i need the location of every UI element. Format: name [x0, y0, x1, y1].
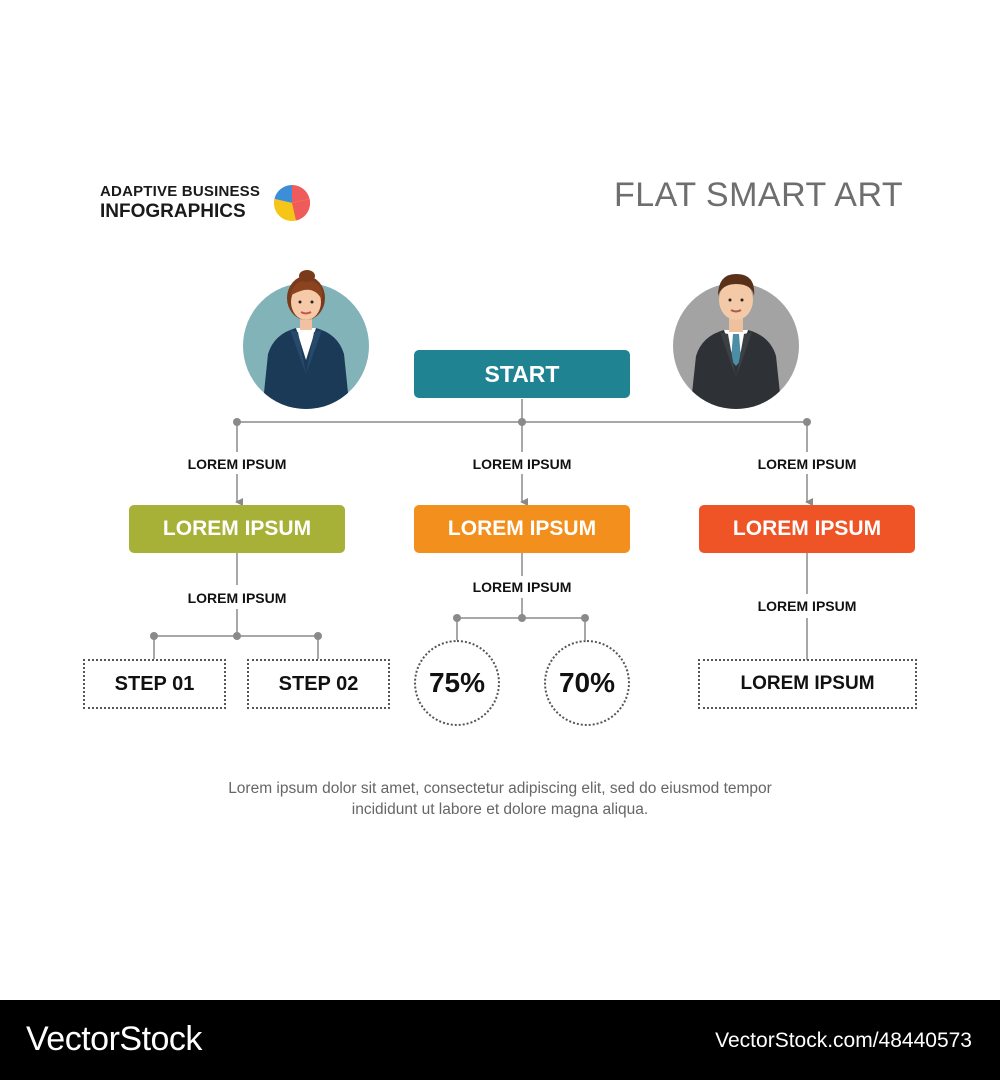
box-red: LOREM IPSUM [699, 505, 915, 553]
result-right-label: LOREM IPSUM [740, 673, 875, 694]
connector-lines [150, 399, 813, 660]
sub-label-right: LOREM IPSUM [757, 598, 857, 614]
branch-label-center: LOREM IPSUM [472, 456, 572, 472]
watermark-id: VectorStock.com/48440573 [715, 1029, 972, 1052]
businessman-avatar-icon [673, 274, 799, 409]
page-title: FLAT SMART ART [614, 176, 904, 214]
box-orange-label: LOREM IPSUM [447, 517, 597, 540]
box-green-label: LOREM IPSUM [162, 517, 312, 540]
result-box-right: LOREM IPSUM [698, 659, 917, 709]
percent-circle-2: 70% [544, 640, 630, 726]
box-orange: LOREM IPSUM [414, 505, 630, 553]
branch-label-right: LOREM IPSUM [757, 456, 857, 472]
businesswoman-avatar-icon [243, 270, 369, 409]
percent-1-value: 75% [428, 667, 486, 698]
sub-label-center: LOREM IPSUM [472, 579, 572, 595]
box-green: LOREM IPSUM [129, 505, 345, 553]
step-box-2: STEP 02 [247, 659, 390, 709]
brand-line-2: INFOGRAPHICS [100, 201, 246, 222]
description-text: Lorem ipsum dolor sit amet, consectetur … [150, 778, 850, 820]
branch-label-left: LOREM IPSUM [187, 456, 287, 472]
brand-line-1: ADAPTIVE BUSINESS [100, 183, 261, 200]
watermark-bar [0, 1000, 1000, 1080]
watermark-logo: VectorStock [26, 1020, 202, 1058]
sub-label-left: LOREM IPSUM [187, 590, 287, 606]
percent-2-value: 70% [558, 667, 616, 698]
box-red-label: LOREM IPSUM [732, 517, 882, 540]
step-1-label: STEP 01 [114, 672, 195, 695]
step-box-1: STEP 01 [83, 659, 226, 709]
description-line-2: incididunt ut labore et dolore magna ali… [351, 801, 649, 818]
step-2-label: STEP 02 [278, 672, 359, 695]
pie-chart-icon [273, 184, 311, 222]
start-label: START [484, 360, 560, 387]
start-box: START [414, 350, 630, 398]
description-line-1: Lorem ipsum dolor sit amet, consectetur … [228, 780, 772, 797]
percent-circle-1: 75% [414, 640, 500, 726]
